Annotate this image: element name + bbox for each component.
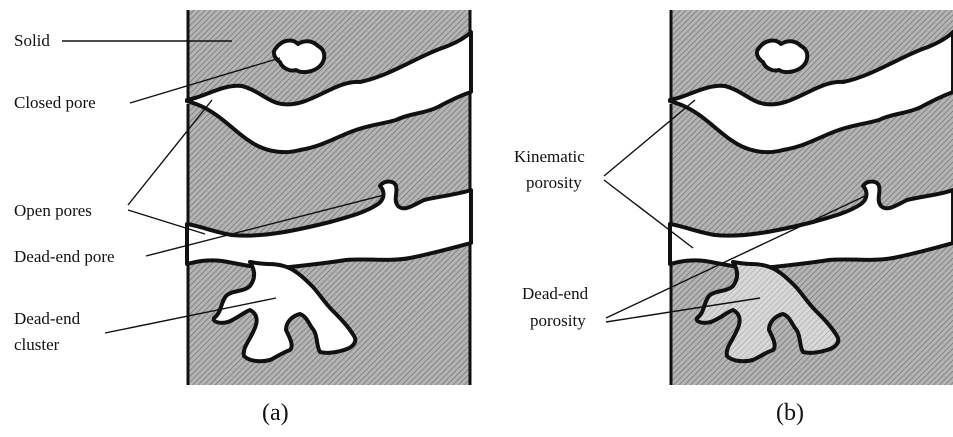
leader-dead-end-cluster [104,297,277,334]
closed-pore-a [271,38,327,75]
leader-dead-end-porosity-lower [605,297,761,323]
leader-dead-end-pore [145,194,385,257]
label-dead-end-cluster-1: Dead-end [14,309,81,328]
label-dead-end-porosity-2: porosity [530,311,586,330]
label-kinematic-1: Kinematic [514,147,585,166]
panel-a: Solid Closed pore Open pores Dead-end po… [14,10,473,426]
label-kinematic-2: porosity [526,173,582,192]
label-dead-end-cluster-2: cluster [14,335,60,354]
panel-b: Kinematic porosity Dead-end porosity (b) [514,10,953,426]
leader-closed-pore [129,57,281,104]
caption-b: (b) [776,400,804,426]
label-open-pores: Open pores [14,201,92,220]
kinematic-channel-upper-b [668,30,953,155]
label-dead-end-porosity-1: Dead-end [522,284,589,303]
leader-dead-end-porosity-upper [605,195,866,319]
leader-open-pores-upper [127,99,213,206]
label-dead-end-pore: Dead-end pore [14,247,115,266]
dead-end-porosity-b [694,260,841,364]
closed-pore-b [754,38,810,75]
leader-kinematic-upper [603,99,696,177]
label-closed-pore: Closed pore [14,93,96,112]
caption-a: (a) [262,400,289,426]
dead-end-cluster-a [211,260,358,364]
leader-kinematic-lower [603,179,694,249]
leader-open-pores-lower [127,209,206,235]
open-pore-upper-a [185,30,473,155]
label-solid: Solid [14,31,50,50]
